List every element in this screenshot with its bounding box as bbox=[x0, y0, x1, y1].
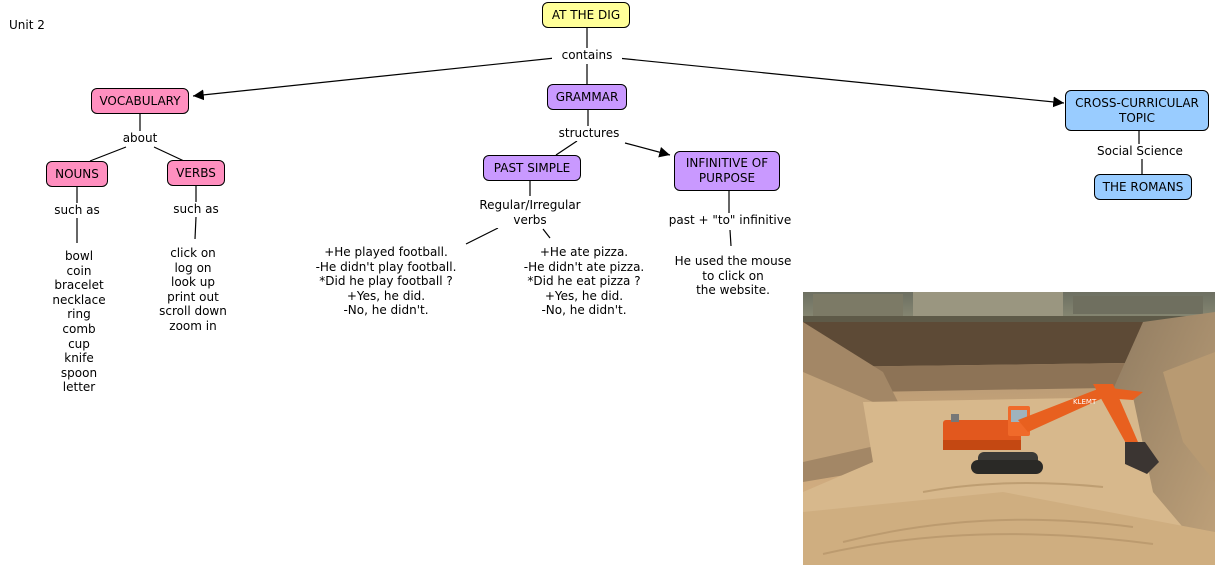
regular-irregular-line-1: Regular/Irregular bbox=[479, 198, 581, 212]
link-structures-past bbox=[555, 140, 578, 156]
link-about-verbs bbox=[153, 146, 185, 162]
list-item: look up bbox=[170, 275, 215, 290]
link-label-social-science: Social Science bbox=[1090, 144, 1190, 159]
list-item: -He didn't ate pizza. bbox=[523, 259, 645, 274]
list-item: +Yes, he did. bbox=[346, 288, 426, 303]
list-item: *Did he play football ? bbox=[319, 274, 453, 289]
pizza-examples: +He ate pizza. -He didn't ate pizza. *Di… bbox=[515, 245, 653, 318]
link-regular-pizza bbox=[542, 228, 551, 239]
list-item: +He ate pizza. bbox=[539, 245, 629, 259]
link-about-nouns bbox=[89, 146, 127, 162]
list-item: ring bbox=[67, 307, 91, 322]
list-item: cup bbox=[68, 336, 90, 351]
link-contains-vocabulary bbox=[192, 57, 556, 101]
link-label-contains: contains bbox=[552, 48, 622, 63]
list-item: +He played football. bbox=[324, 245, 448, 259]
list-item: spoon bbox=[60, 365, 98, 380]
node-at-the-dig[interactable]: AT THE DIG bbox=[542, 2, 630, 28]
excavator-brand-text: KLEMT bbox=[1073, 398, 1097, 406]
unit-label: Unit 2 bbox=[9, 18, 45, 32]
infinitive-example: He used the mouse to click on the websit… bbox=[668, 254, 798, 298]
list-item: *Did he eat pizza ? bbox=[527, 274, 641, 289]
list-item: bowl bbox=[64, 249, 94, 263]
node-verbs[interactable]: VERBS bbox=[167, 160, 225, 186]
list-item: +Yes, he did. bbox=[544, 288, 624, 303]
node-the-romans[interactable]: THE ROMANS bbox=[1094, 174, 1192, 200]
list-item: knife bbox=[64, 351, 94, 366]
node-nouns[interactable]: NOUNS bbox=[46, 161, 108, 187]
excavator-illustration: KLEMT bbox=[803, 292, 1215, 565]
link-suchas-verblist bbox=[194, 216, 197, 240]
list-item: zoom in bbox=[169, 318, 217, 333]
list-item: -No, he didn't. bbox=[541, 303, 627, 318]
list-item: comb bbox=[62, 321, 96, 336]
link-label-past-to-infinitive: past + "to" infinitive bbox=[660, 213, 800, 228]
link-label-regular-irregular: Regular/Irregular verbs bbox=[470, 198, 590, 228]
node-cross-curricular-topic[interactable]: CROSS-CURRICULAR TOPIC bbox=[1065, 90, 1209, 131]
link-label-structures: structures bbox=[553, 126, 625, 141]
list-item: -No, he didn't. bbox=[343, 303, 429, 318]
link-label-about: about bbox=[115, 131, 165, 146]
list-item: scroll down bbox=[159, 304, 227, 319]
list-item: the website. bbox=[696, 283, 770, 298]
list-item: -He didn't play football. bbox=[315, 259, 457, 274]
list-item: necklace bbox=[52, 292, 106, 307]
list-item: print out bbox=[167, 289, 219, 304]
node-grammar[interactable]: GRAMMAR bbox=[547, 84, 627, 110]
link-label-nouns-such-as: such as bbox=[47, 203, 107, 218]
nouns-list: bowl coin bracelet necklace ring comb cu… bbox=[39, 249, 119, 395]
football-examples: +He played football. -He didn't play foo… bbox=[304, 245, 468, 318]
regular-irregular-line-2: verbs bbox=[513, 213, 547, 227]
list-item: bracelet bbox=[54, 278, 104, 293]
excavation-site-photo: KLEMT bbox=[803, 292, 1215, 565]
list-item: He used the mouse bbox=[674, 254, 792, 268]
node-past-simple[interactable]: PAST SIMPLE bbox=[483, 155, 581, 181]
list-item: coin bbox=[66, 263, 92, 278]
list-item: to click on bbox=[702, 268, 764, 283]
list-item: log on bbox=[174, 260, 212, 275]
link-past-to-example bbox=[729, 229, 732, 247]
list-item: letter bbox=[62, 380, 96, 395]
verbs-list: click on log on look up print out scroll… bbox=[148, 246, 238, 334]
link-regular-football bbox=[465, 227, 499, 245]
link-label-verbs-such-as: such as bbox=[166, 202, 226, 217]
list-item: click on bbox=[170, 246, 216, 260]
link-structures-infinitive bbox=[624, 142, 671, 158]
node-infinitive-of-purpose[interactable]: INFINITIVE OF PURPOSE bbox=[674, 151, 780, 191]
node-vocabulary[interactable]: VOCABULARY bbox=[91, 88, 189, 114]
link-contains-cross bbox=[616, 57, 1065, 108]
